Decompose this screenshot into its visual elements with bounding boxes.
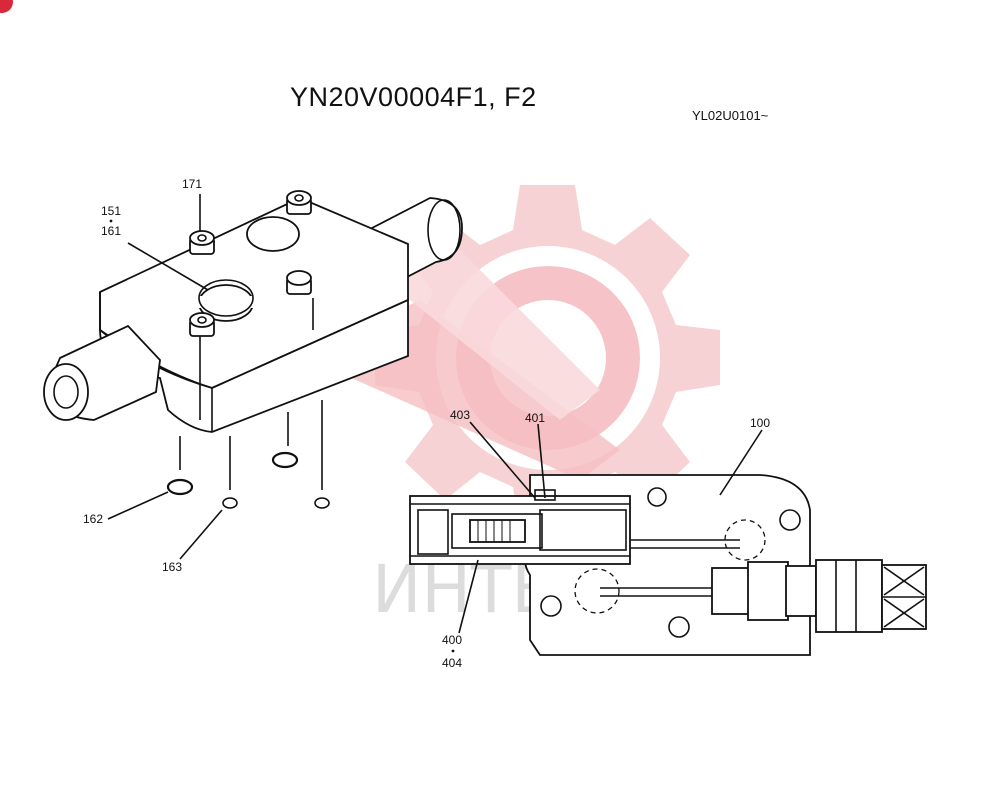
callout-400: 400 [442, 633, 462, 647]
callout-403: 403 [450, 408, 470, 422]
callout-100: 100 [750, 416, 770, 430]
callout-171: 171 [182, 177, 202, 191]
o-ring-small [314, 497, 330, 509]
callout-163: 163 [162, 560, 182, 574]
diagram-title: YN20V00004F1, F2 [290, 82, 537, 112]
callout-162: 162 [83, 512, 103, 526]
valve-block-drawing [43, 190, 463, 490]
callout-dot-400-404 [451, 649, 455, 653]
callout-401: 401 [525, 411, 545, 425]
serial-range-label: YL02U0101~ [692, 108, 769, 123]
callout-dot-151-161 [109, 219, 113, 223]
callout-404: 404 [442, 656, 462, 670]
callout-161: 161 [101, 224, 121, 238]
o-ring-large [271, 451, 299, 469]
corner-logo-mark [0, 0, 13, 13]
callout-151: 151 [101, 204, 121, 218]
o-ring-163 [222, 497, 238, 509]
o-ring-162 [166, 478, 194, 496]
solenoid-valve-drawing [409, 474, 927, 656]
